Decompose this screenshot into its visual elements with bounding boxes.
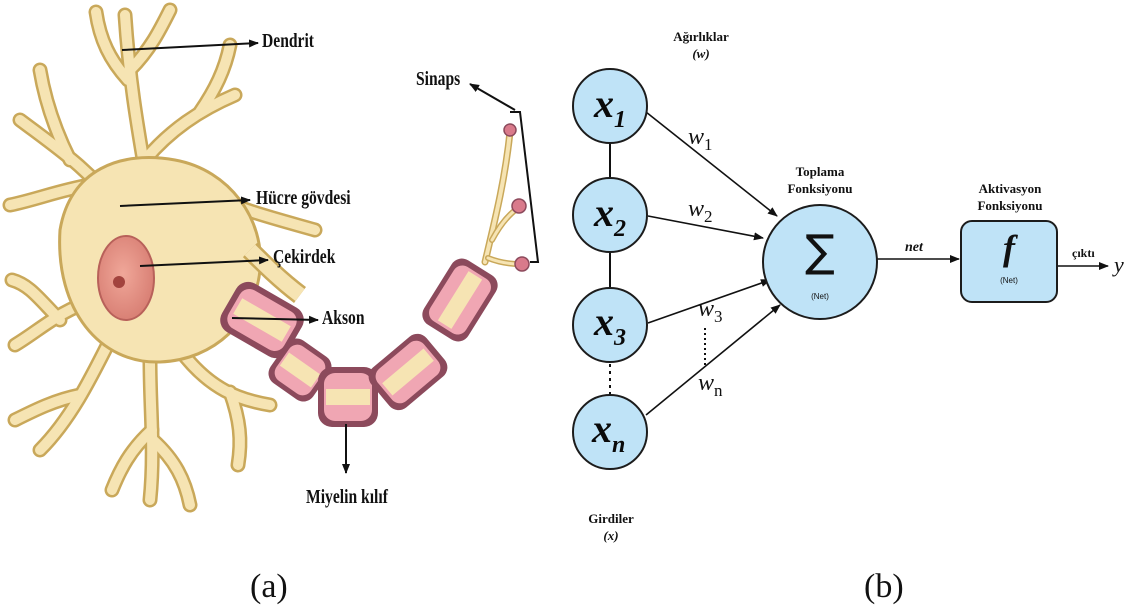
output-label: çıktı — [1072, 246, 1095, 261]
weights-symbol: (w) — [663, 45, 739, 62]
input-x2-text: x2 — [594, 189, 626, 243]
activation-sub: (Net) — [989, 276, 1029, 285]
weight-w1: w1 — [688, 124, 713, 155]
label-myelin: Miyelin kılıf — [306, 486, 388, 509]
input-x1-text: x1 — [594, 80, 626, 134]
output-symbol: y — [1114, 252, 1124, 278]
summation-title-line2: Fonksiyonu — [770, 180, 870, 197]
axon-terminals — [485, 132, 520, 264]
nucleus — [98, 236, 154, 320]
label-axon: Akson — [322, 307, 364, 330]
caption-b: (b) — [864, 568, 904, 606]
input-x3-text: x3 — [594, 298, 626, 352]
label-synapse: Sinaps — [416, 68, 460, 91]
activation-title-line1: Aktivasyon — [960, 180, 1060, 197]
weight-w2: w2 — [688, 196, 713, 227]
summation-title: Toplama Fonksiyonu — [770, 163, 870, 197]
caption-a: (a) — [250, 568, 288, 606]
inputs-header: Girdiler (x) — [576, 510, 646, 544]
weights-header: Ağırlıklar (w) — [663, 28, 739, 62]
inputs-title: Girdiler — [576, 510, 646, 527]
inputs-symbol: (x) — [576, 527, 646, 544]
activation-symbol: f — [990, 228, 1028, 268]
weight-w3: w3 — [698, 296, 723, 327]
activation-title-line2: Fonksiyonu — [960, 197, 1060, 214]
label-nucleus: Çekirdek — [273, 246, 335, 269]
activation-title: Aktivasyon Fonksiyonu — [960, 180, 1060, 214]
net-label: net — [905, 240, 923, 256]
summation-sub: (Net) — [800, 292, 840, 301]
label-cell-body: Hücre gövdesi — [256, 187, 351, 210]
weights-title: Ağırlıklar — [663, 28, 739, 45]
weight-wn: wn — [698, 370, 723, 401]
label-dendrite: Dendrit — [262, 30, 314, 53]
summation-title-line1: Toplama — [770, 163, 870, 180]
summation-symbol: ∑ — [790, 228, 850, 276]
input-xn-text: xn — [592, 405, 625, 459]
nucleolus — [113, 276, 125, 288]
